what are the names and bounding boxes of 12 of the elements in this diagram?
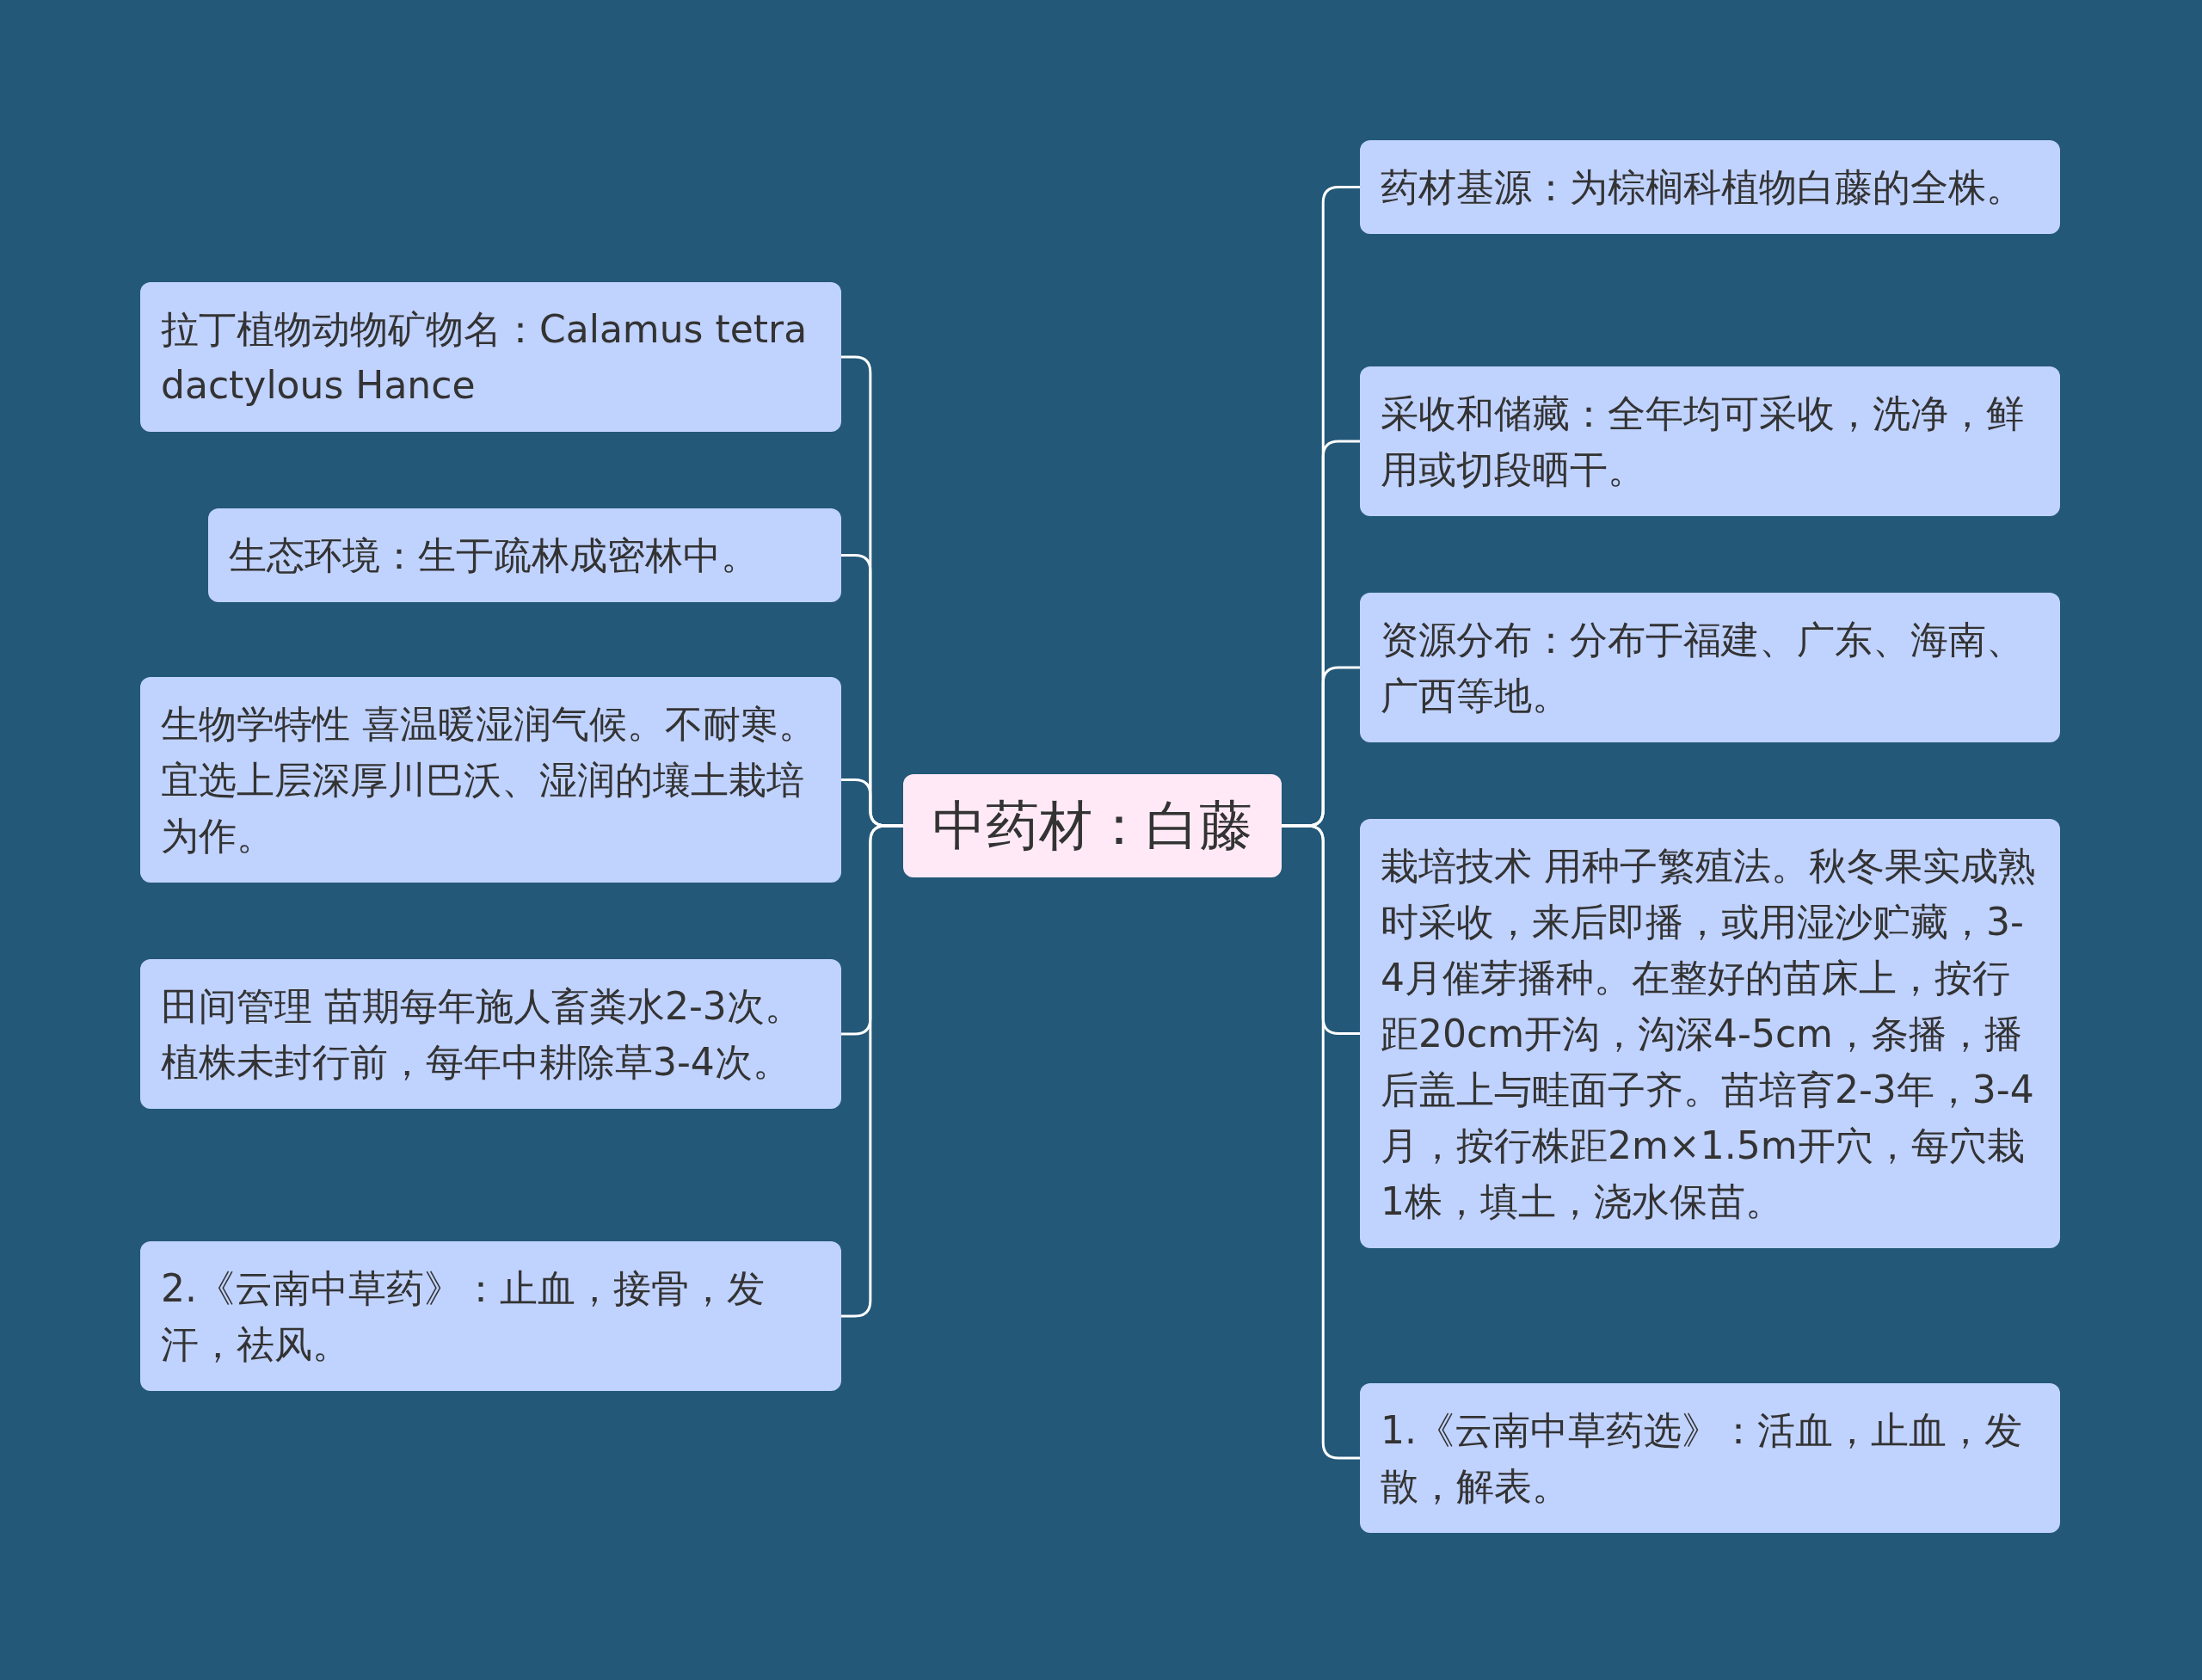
- topic-box: 田间管理 苗期每年施人畜粪水2-3次。植株未封行前，每年中耕除草3-4次。: [140, 959, 841, 1109]
- topic-box: 药材基源：为棕榈科植物白藤的全株。: [1360, 140, 2060, 234]
- topic-box: 栽培技术 用种子繁殖法。秋冬果实成熟时采收，来后即播，或用湿沙贮藏，3-4月催芽播种。在整好的苗床上，按行距20cm开沟，沟深4-5cm，条播，播后盖上与畦面子齐。苗培育2-3年，3-4月，按行株距2m×1.5m开穴，每穴栽1株，填土，浇水保苗。: [1360, 819, 2060, 1248]
- central-topic: 中药材：白藤: [903, 774, 1282, 877]
- topic-box: 资源分布：分布于福建、广东、海南、广西等地。: [1360, 593, 2060, 742]
- topic-box: 拉丁植物动物矿物名：Calamus tetradactylous Hance: [140, 282, 841, 432]
- topic-box: 采收和储藏：全年均可采收，洗净，鲜用或切段晒干。: [1360, 366, 2060, 516]
- topic-box: 生物学特性 喜温暖湿润气候。不耐寒。宜选上层深厚川巴沃、湿润的壤土栽培为作。: [140, 677, 841, 883]
- topic-box: 生态环境：生于疏林成密林中。: [208, 508, 841, 602]
- topic-box: 1.《云南中草药选》：活血，止血，发散，解表。: [1360, 1383, 2060, 1533]
- connector-line: [1282, 824, 1360, 1460]
- topic-box: 2.《云南中草药》：止血，接骨，发汗，祛风。: [140, 1241, 841, 1391]
